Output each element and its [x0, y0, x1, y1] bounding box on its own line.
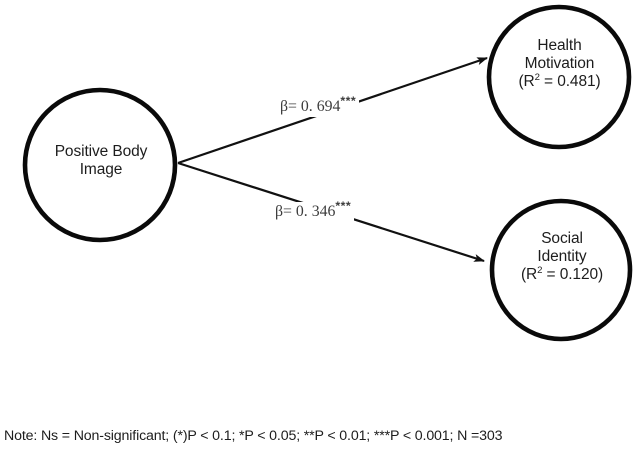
- path-coefficient-label-health-motivation: β= 0. 694***: [277, 93, 360, 117]
- node-label-positive-body-image: Positive Body Image: [24, 143, 178, 179]
- r2-superscript: 2: [537, 264, 543, 276]
- node-label-line1: Positive Body: [54, 143, 148, 160]
- node-label-line2: Motivation: [524, 54, 595, 72]
- node-circle-social-identity: [489, 198, 633, 342]
- node-label-health-motivation: Health Motivation (R2 = 0.481): [487, 37, 632, 91]
- node-label-line2: Identity: [537, 247, 587, 265]
- node-label-line1: Social: [541, 230, 583, 247]
- r2-prefix: (R: [518, 72, 535, 90]
- beta-value-upper: β= 0. 694: [280, 98, 341, 115]
- node-label-line1: Health: [537, 37, 582, 54]
- r2-superscript: 2: [534, 71, 540, 83]
- node-label-line2: Image: [79, 160, 123, 178]
- r2-suffix: = 0.481): [539, 72, 601, 90]
- node-r2-social-identity: (R2 = 0.120): [490, 264, 634, 284]
- path-coefficient-label-social-identity: β= 0. 346***: [272, 198, 355, 222]
- node-label-social-identity: Social Identity (R2 = 0.120): [490, 230, 634, 284]
- significance-stars-lower: ***: [335, 198, 352, 213]
- node-circle-health-motivation: [486, 4, 632, 150]
- beta-value-lower: β= 0. 346: [275, 203, 336, 220]
- significance-stars-upper: ***: [340, 93, 357, 108]
- node-circle-positive-body-image: [22, 87, 178, 243]
- node-r2-health-motivation: (R2 = 0.481): [487, 71, 632, 91]
- r2-suffix: = 0.120): [542, 265, 604, 283]
- r2-prefix: (R: [520, 265, 538, 283]
- figure-footnote: Note: Ns = Non-significant; (*)P < 0.1; …: [4, 428, 503, 444]
